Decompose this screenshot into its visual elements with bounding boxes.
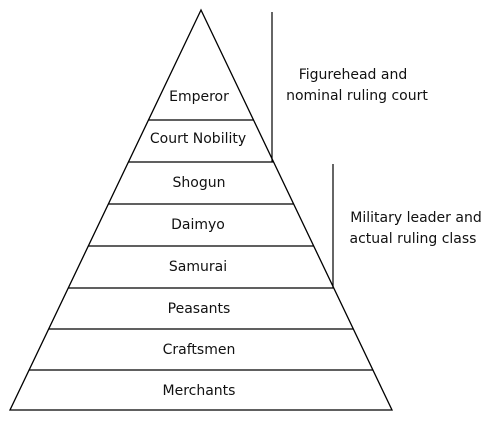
pyramid-outline bbox=[8, 8, 394, 411]
tier-label-emperor: Emperor bbox=[169, 89, 229, 105]
tier-label-merchants: Merchants bbox=[163, 383, 236, 399]
annotation-military-line-2: actual ruling class bbox=[350, 231, 477, 247]
tier-label-samurai: Samurai bbox=[169, 259, 227, 275]
tier-label-craftsmen: Craftsmen bbox=[163, 342, 236, 358]
tier-label-peasants: Peasants bbox=[168, 301, 231, 317]
tier-label-court-nobility: Court Nobility bbox=[150, 131, 246, 147]
tier-label-shogun: Shogun bbox=[173, 175, 226, 191]
annotation-nominal-line-2: nominal ruling court bbox=[286, 88, 428, 104]
annotation-nominal-line-1: Figurehead and bbox=[299, 67, 408, 83]
tier-label-daimyo: Daimyo bbox=[171, 217, 225, 233]
annotation-military-line-1: Military leader and bbox=[350, 210, 481, 226]
